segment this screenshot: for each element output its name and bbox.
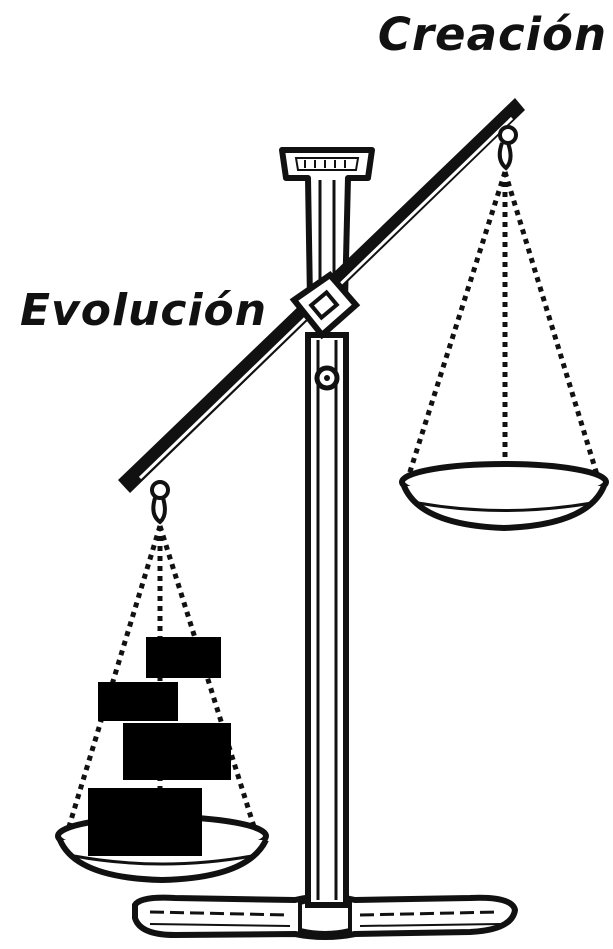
- weight-block: [123, 723, 231, 780]
- left-pan-label: Evolución: [20, 285, 267, 336]
- weight-block: [88, 788, 202, 856]
- scale-pillar: [308, 335, 346, 905]
- weight-block: [146, 637, 221, 678]
- right-pan-label: Creación: [378, 8, 607, 61]
- weight-block: [98, 682, 178, 721]
